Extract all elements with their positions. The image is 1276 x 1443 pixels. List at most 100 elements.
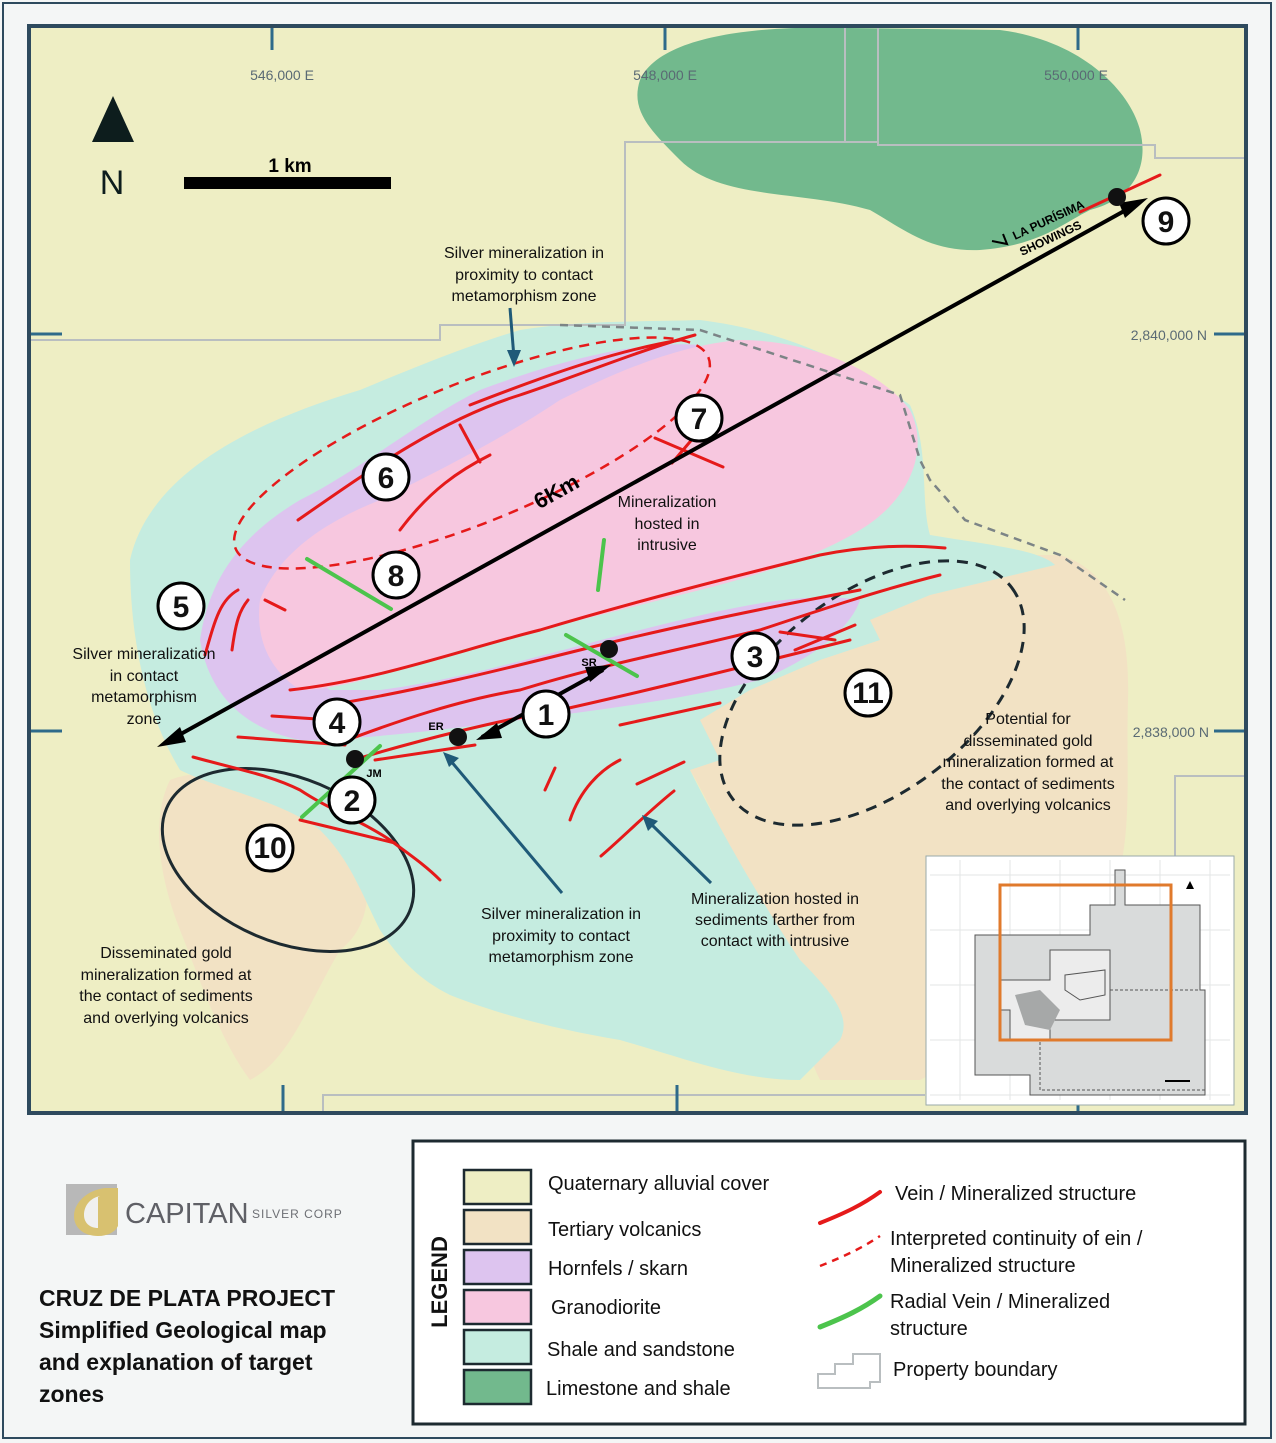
target-marker-4: 4 <box>312 697 362 747</box>
legend-swatch-limestone <box>462 1368 533 1406</box>
legend-swatch-alluvial <box>462 1168 533 1206</box>
note-gold-east: Potential for disseminated gold minerali… <box>941 711 1114 814</box>
legend-vein-symbol <box>818 1190 882 1225</box>
note-silver-west: Silver mineralization in contact metamor… <box>72 646 215 728</box>
legend-unit-hornfels: Hornfels / skarn <box>462 1248 688 1286</box>
legend-swatch-volcanics <box>462 1208 533 1246</box>
svg-text:the contact of sediments: the contact of sediments <box>79 988 252 1005</box>
svg-text:6: 6 <box>378 462 395 495</box>
capitan-logo: CAPITAN SILVER CORP <box>66 1184 343 1236</box>
figure-title: CRUZ DE PLATA PROJECT Simplified Geologi… <box>39 1285 335 1407</box>
svg-text:7: 7 <box>691 403 708 436</box>
map-panel-border <box>27 24 1248 1115</box>
legend-unit-limestone: Limestone and shale <box>462 1368 731 1406</box>
legend-box <box>411 1139 1247 1426</box>
svg-text:Hornfels / skarn: Hornfels / skarn <box>548 1258 688 1280</box>
legend-radial-symbol <box>817 1293 883 1330</box>
title-line-3: and explanation of target <box>39 1349 313 1375</box>
sr-er-arrowhead-sw-icon <box>476 723 502 740</box>
pointer-arrows <box>448 307 713 894</box>
property-boundary-dashed <box>559 323 1126 602</box>
svg-text:3: 3 <box>747 641 764 674</box>
note-intrusive: Mineralization hosted in intrusive <box>618 494 717 554</box>
north-label: N <box>100 164 125 202</box>
svg-text:metamorphism zone: metamorphism zone <box>452 288 597 305</box>
svg-text:Limestone and shale: Limestone and shale <box>546 1378 731 1400</box>
target-10-ellipse <box>160 767 416 953</box>
legend-unit-shale: Shale and sandstone <box>462 1328 735 1366</box>
legend-unit-granodiorite: Granodiorite <box>462 1288 661 1326</box>
target-marker-11: 11 <box>843 668 893 718</box>
svg-text:Mineralization hosted in: Mineralization hosted in <box>691 891 859 908</box>
target-11-ellipse <box>718 559 1026 827</box>
legend: LEGEND Quaternary alluvial cover Tertiar… <box>411 1139 1247 1426</box>
point-er <box>449 728 467 746</box>
northing-label-2: 2,838,000 N <box>1133 724 1209 740</box>
target-marker-2: 2 <box>327 775 377 825</box>
svg-text:zone: zone <box>127 711 162 728</box>
svg-text:proximity to contact: proximity to contact <box>492 928 630 945</box>
svg-text:Silver mineralization in: Silver mineralization in <box>481 906 641 923</box>
svg-text:8: 8 <box>388 560 405 593</box>
svg-text:Mineralized structure: Mineralized structure <box>890 1255 1076 1277</box>
sr-er-arrowhead-ne-icon <box>585 665 611 682</box>
target-marker-5: 5 <box>156 581 206 631</box>
note-sediments: Mineralization hosted in sediments farth… <box>691 891 859 950</box>
svg-text:disseminated gold: disseminated gold <box>964 733 1093 750</box>
legend-unit-volcanics: Tertiary volcanics <box>462 1208 701 1246</box>
svg-text:and overlying volcanics: and overlying volcanics <box>83 1010 248 1027</box>
showings-pointer-icon <box>991 233 1009 246</box>
point-sr-label: SR <box>581 657 596 669</box>
svg-text:10: 10 <box>253 832 286 865</box>
point-sr <box>600 640 618 658</box>
coordinate-ticks <box>29 26 1246 1113</box>
svg-text:in contact: in contact <box>110 668 179 685</box>
target-marker-10: 10 <box>245 823 295 873</box>
point-er-label: ER <box>428 721 443 733</box>
property-boundary-lines <box>29 26 1246 1113</box>
legend-radial: Radial Vein / Mineralized structure <box>817 1291 1110 1340</box>
svg-text:Potential for: Potential for <box>985 711 1071 728</box>
title-line-2: Simplified Geological map <box>39 1317 327 1343</box>
svg-text:11: 11 <box>852 677 884 710</box>
svg-text:Tertiary volcanics: Tertiary volcanics <box>548 1219 701 1241</box>
logo-suffix: SILVER CORP <box>252 1207 343 1221</box>
legend-swatch-hornfels <box>462 1248 533 1286</box>
scale-label: 1 km <box>268 156 311 177</box>
svg-text:intrusive: intrusive <box>637 537 697 554</box>
svg-text:9: 9 <box>1158 206 1175 239</box>
note-silver-north: Silver mineralization in proximity to co… <box>444 245 604 305</box>
target-marker-1: 1 <box>521 689 571 739</box>
svg-text:Vein / Mineralized structure: Vein / Mineralized structure <box>895 1183 1136 1205</box>
easting-label-1: 546,000 E <box>250 67 314 83</box>
inset-location-map <box>925 855 1235 1106</box>
svg-text:Radial Vein / Mineralized: Radial Vein / Mineralized <box>890 1291 1110 1313</box>
svg-text:hosted in: hosted in <box>635 516 700 533</box>
target-marker-6: 6 <box>361 452 411 502</box>
legend-swatch-shale <box>462 1328 533 1366</box>
svg-text:Mineralization: Mineralization <box>618 494 717 511</box>
svg-text:metamorphism zone: metamorphism zone <box>489 949 634 966</box>
svg-text:and overlying volcanics: and overlying volcanics <box>945 797 1110 814</box>
title-line-1: CRUZ DE PLATA PROJECT <box>39 1285 335 1311</box>
svg-text:structure: structure <box>890 1318 968 1340</box>
legend-boundary: Property boundary <box>817 1353 1058 1389</box>
point-la-purisima <box>1108 188 1126 206</box>
legend-vein: Vein / Mineralized structure <box>818 1183 1136 1225</box>
distance-arrowhead-ne-icon <box>1119 198 1148 218</box>
legend-interpreted-symbol <box>819 1234 881 1268</box>
map-panel: 546,000 E 548,000 E 550,000 E 2,840,000 … <box>29 26 1246 1113</box>
legend-heading: LEGEND <box>427 1236 452 1328</box>
hornfels-skarn-unit <box>200 344 860 740</box>
legend-boundary-symbol <box>817 1353 881 1389</box>
legend-unit-alluvial: Quaternary alluvial cover <box>462 1168 770 1206</box>
point-jm-label: JM <box>366 768 381 780</box>
svg-text:1: 1 <box>538 699 555 732</box>
target-marker-3: 3 <box>730 631 780 681</box>
svg-text:sediments farther from: sediments farther from <box>695 912 855 929</box>
legend-swatch-granodiorite <box>462 1288 533 1326</box>
pointer-arrowhead-sediments-icon <box>642 815 658 831</box>
logo-name: CAPITAN <box>125 1198 249 1230</box>
north-arrow-icon <box>92 96 134 142</box>
